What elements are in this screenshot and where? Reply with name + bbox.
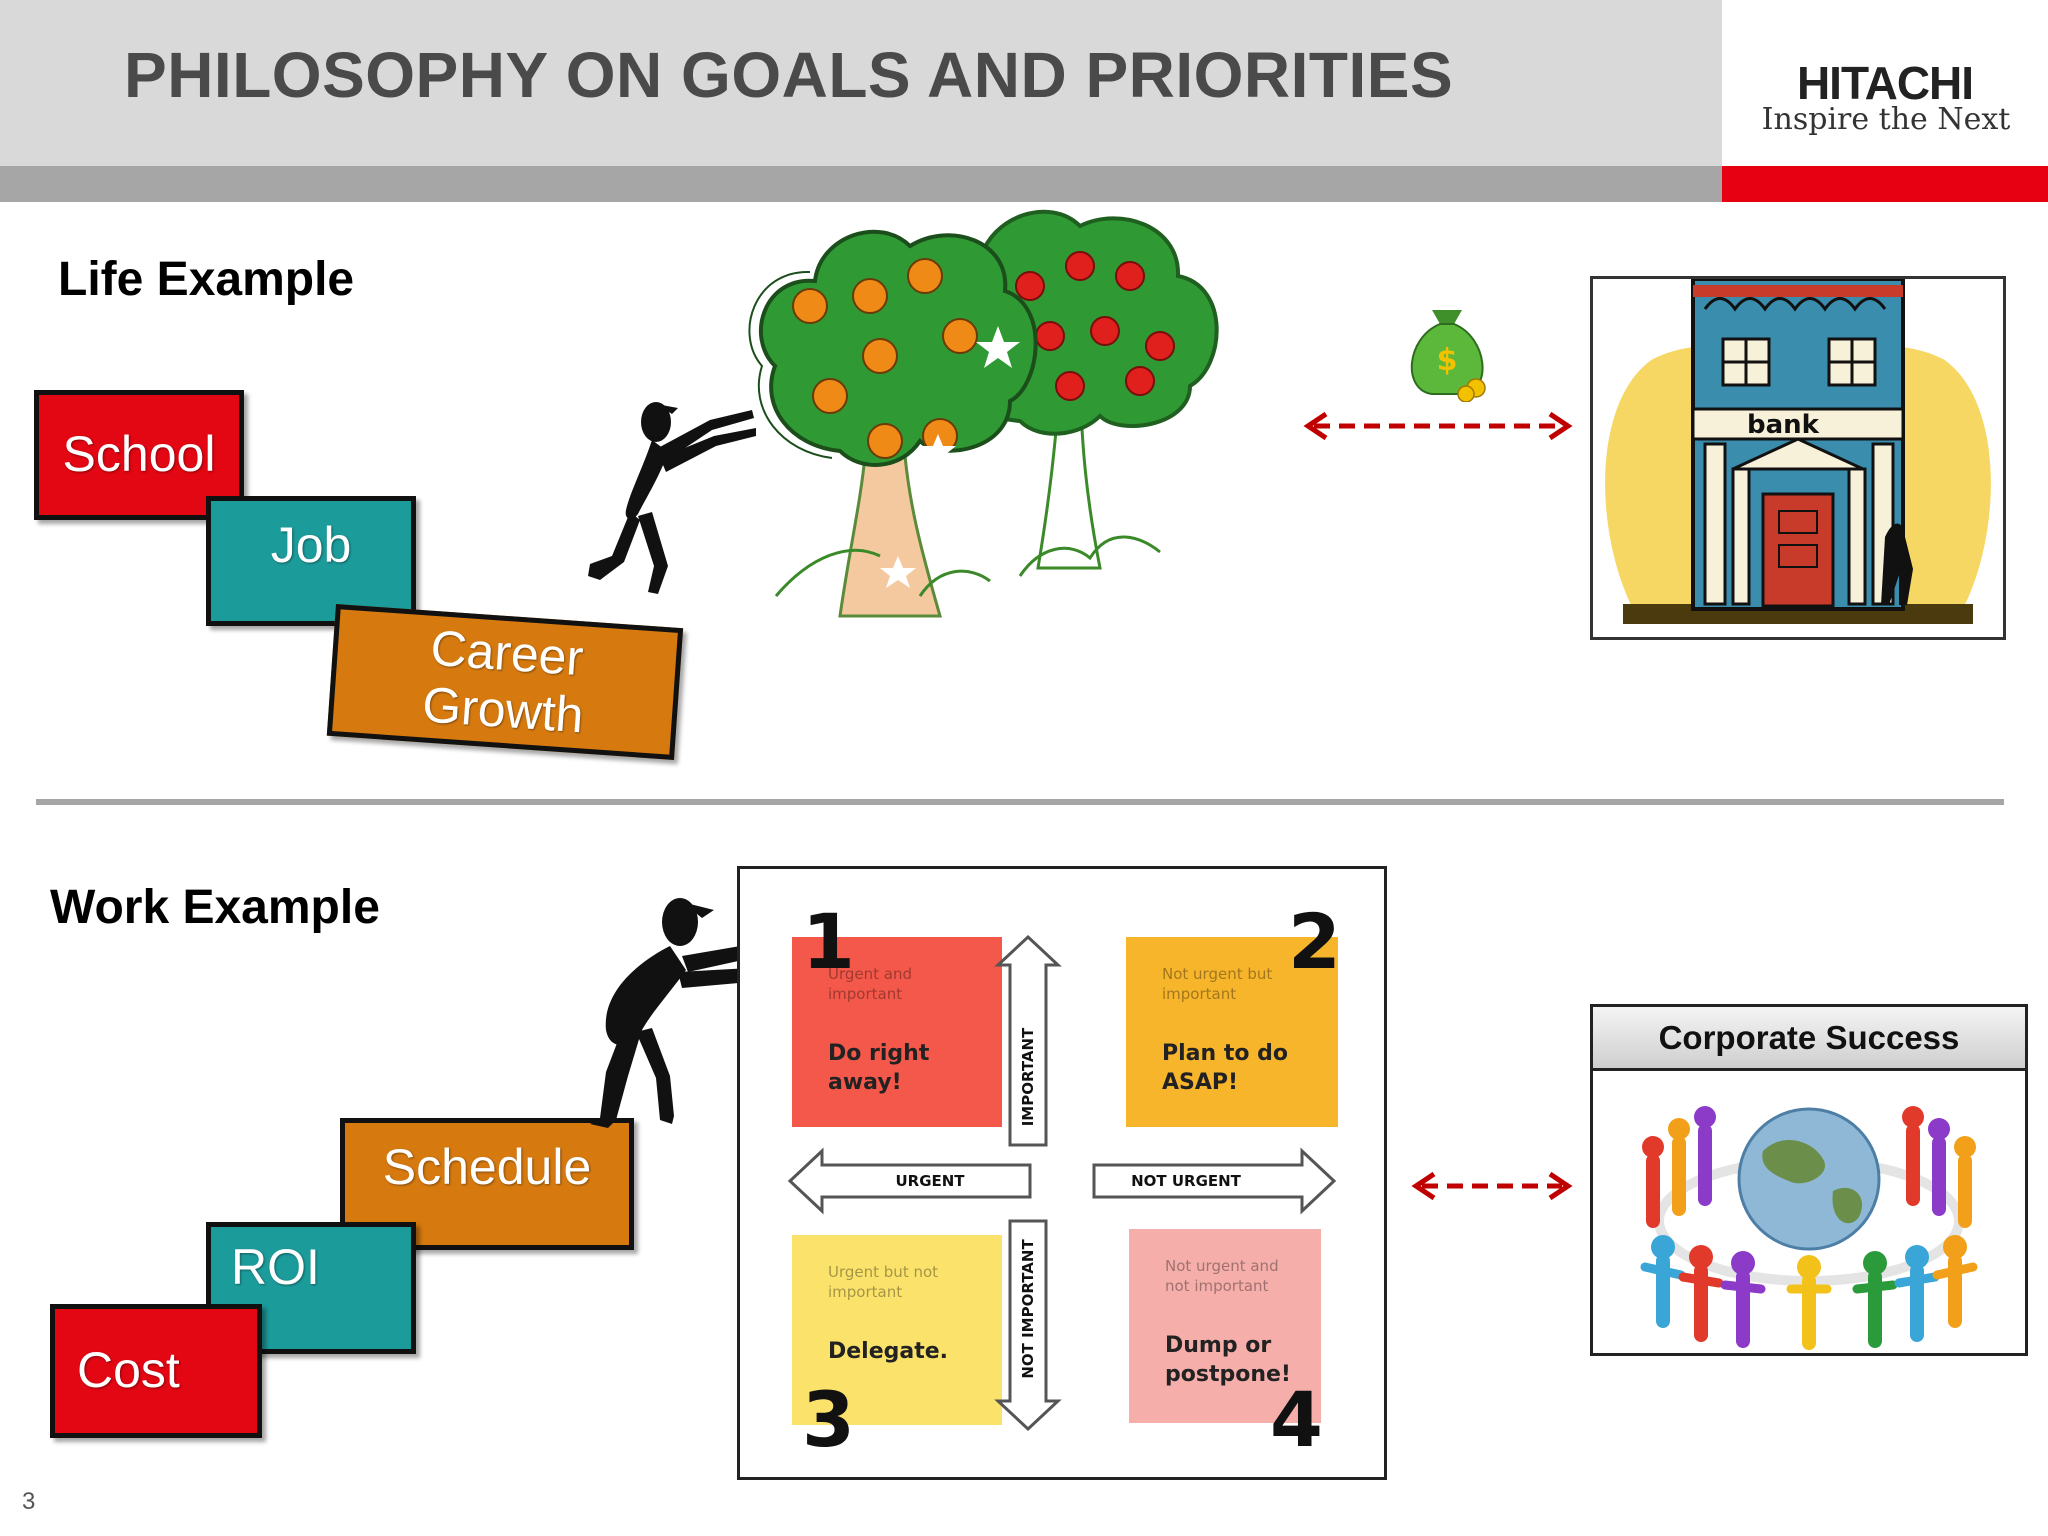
pushing-man-figure — [588, 402, 756, 594]
section-divider — [36, 799, 2004, 805]
step-school-label: School — [62, 426, 216, 483]
corporate-success-title: Corporate Success — [1593, 1007, 2025, 1071]
matrix-quadrant-4: Not urgent and not important Dump or pos… — [1129, 1229, 1321, 1423]
header-bar — [0, 166, 1722, 202]
logo-accent-bar — [1722, 166, 2048, 202]
axis-label-not-urgent: NOT URGENT — [1131, 1172, 1241, 1190]
quadrant-3-caption: Urgent but not important — [828, 1263, 939, 1301]
slide-title: PHILOSOPHY ON GOALS AND PRIORITIES — [124, 39, 1454, 111]
header-band — [0, 0, 1722, 166]
quadrant-2-number: 2 — [1288, 897, 1341, 986]
page-number: 3 — [22, 1488, 36, 1515]
quadrant-2-action: Plan to do ASAP! — [1162, 1041, 1288, 1095]
step-job: Job — [206, 496, 416, 626]
bank-picture-frame: bank — [1590, 276, 2006, 640]
matrix-quadrant-1: Urgent and important Do right away! — [792, 937, 1002, 1127]
people-around-globe-illustration — [1640, 1106, 1978, 1350]
company-logo: HITACHI — [1796, 57, 1974, 109]
money-bag-icon: $ — [1410, 310, 1486, 402]
step-schedule-label: Schedule — [382, 1139, 592, 1195]
step-cost-label: Cost — [77, 1342, 180, 1399]
quadrant-4-number: 4 — [1270, 1375, 1323, 1464]
step-roi-label: ROI — [231, 1239, 320, 1295]
bank-sign: bank — [1747, 410, 1820, 440]
quadrant-3-number: 3 — [802, 1375, 855, 1464]
matrix-quadrant-3: Urgent but not important Delegate. — [792, 1235, 1002, 1425]
life-double-arrow — [1303, 411, 1573, 441]
quadrant-3-action: Delegate. — [828, 1339, 949, 1364]
quadrant-1-caption: Urgent and important — [828, 965, 913, 1003]
money-trees-illustration — [748, 209, 1219, 618]
quadrant-4-caption: Not urgent and not important — [1165, 1257, 1279, 1295]
svg-text:$: $ — [1437, 343, 1458, 378]
quadrant-1-number: 1 — [802, 897, 855, 986]
company-tagline: Inspire the Next — [1761, 102, 2011, 137]
work-double-arrow — [1411, 1171, 1573, 1201]
quadrant-2-caption: Not urgent but important — [1162, 965, 1273, 1003]
priority-matrix: Urgent and important Do right away! Not … — [737, 866, 1387, 1480]
step-cost: Cost — [50, 1304, 262, 1438]
step-career-growth: Career Growth — [326, 604, 684, 760]
axis-label-important: IMPORTANT — [1019, 1027, 1037, 1127]
life-example-heading: Life Example — [58, 253, 355, 306]
step-career-growth-label: Career Growth — [420, 619, 586, 744]
logo-box — [1722, 0, 2048, 166]
quadrant-1-action: Do right away! — [828, 1041, 930, 1095]
corporate-success-box: Corporate Success — [1590, 1004, 2028, 1356]
step-job-label: Job — [270, 517, 352, 573]
bank-building-illustration: bank — [1605, 279, 1991, 624]
matrix-axes — [787, 934, 1337, 1432]
work-example-heading: Work Example — [50, 881, 380, 934]
axis-label-not-important: NOT IMPORTANT — [1019, 1239, 1037, 1379]
axis-label-urgent: URGENT — [895, 1172, 965, 1190]
quadrant-4-action: Dump or postpone! — [1165, 1333, 1291, 1387]
matrix-quadrant-2: Not urgent but important Plan to do ASAP… — [1126, 937, 1338, 1127]
